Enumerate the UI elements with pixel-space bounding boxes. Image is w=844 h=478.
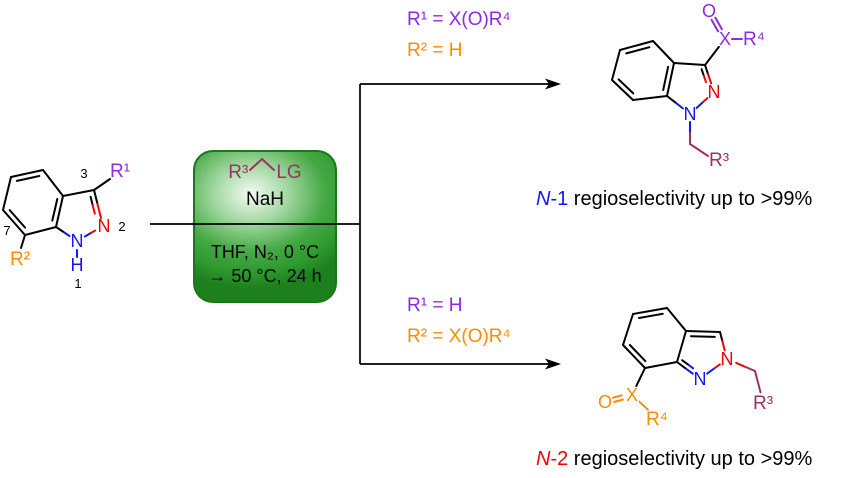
bottom-arrowhead-icon xyxy=(545,358,561,370)
reactant-n2-label: N xyxy=(98,216,111,236)
locant-7: 7 xyxy=(3,223,10,238)
bottom-conditions: R¹ = H R² = X(O)R⁴ xyxy=(407,290,511,352)
alkylating-agent: R³ LG xyxy=(195,157,335,184)
product1-o-label: O xyxy=(702,1,716,21)
n1-result-text: N-1 regioselectivity up to >99% xyxy=(536,188,812,211)
product-n1-structure: N N X O R⁴ R³ xyxy=(611,1,765,171)
n2-result-text: N-2 regioselectivity up to >99% xyxy=(536,448,812,471)
n1-benzyl-group xyxy=(689,121,709,157)
conditions-line2: → 50 °C, 24 h xyxy=(208,266,322,286)
product1-x-label: X xyxy=(719,29,731,49)
reactant-r1-label: R¹ xyxy=(110,161,130,182)
bond-c7-r2 xyxy=(20,234,26,249)
product2-r3-label: R³ xyxy=(753,393,773,414)
top-condition-r2: R² = H xyxy=(407,40,463,61)
top-arrowhead-icon xyxy=(545,78,561,90)
product-n2-structure: N N X O R⁴ R³ xyxy=(598,307,773,430)
pyrazole-ring xyxy=(666,62,713,110)
ch2-bond-icon xyxy=(249,157,276,171)
locant-1: 1 xyxy=(74,276,81,291)
bottom-condition-r2: R² = X(O)R⁴ xyxy=(407,326,511,347)
reactant-h-label: H xyxy=(71,255,84,275)
n2-position: -2 xyxy=(550,448,569,470)
product1-n2-label: N xyxy=(708,82,721,102)
product2-x-label: X xyxy=(626,385,638,405)
reactant-n1-label: N xyxy=(71,231,84,251)
product2-o-label: O xyxy=(598,392,612,412)
n2-result-rest: regioselectivity up to >99% xyxy=(568,448,813,470)
conditions-line1: THF, N₂, 0 °C xyxy=(210,242,320,262)
top-conditions: R¹ = X(O)R⁴ R² = H xyxy=(407,4,511,66)
c3-acyl-group xyxy=(704,16,743,66)
pyrazole-ring xyxy=(676,330,726,375)
locant-3: 3 xyxy=(80,166,87,181)
product2-n2-label: N xyxy=(721,349,734,369)
reagent-r3-label: R³ xyxy=(228,162,249,183)
benzene-ring xyxy=(2,169,64,236)
product1-n1-label: N xyxy=(684,104,697,124)
pyrazole-ring xyxy=(55,189,102,238)
product1-r4-label: R⁴ xyxy=(743,29,765,50)
benzene-ring xyxy=(611,40,675,101)
c7-acyl-group xyxy=(612,367,649,411)
n1-position: -1 xyxy=(550,188,569,210)
n1-italic: N xyxy=(536,188,551,210)
reactant-r2-label: R² xyxy=(10,249,30,270)
n2-benzyl-group xyxy=(735,361,762,394)
base-label: NaH xyxy=(245,189,284,210)
reagent-lg-label: LG xyxy=(276,162,302,183)
reactant-structure: N N H R¹ R² 3 2 7 1 xyxy=(2,161,130,291)
top-condition-r1: R¹ = X(O)R⁴ xyxy=(407,9,511,30)
bond-c3-r1 xyxy=(93,178,111,191)
product2-r4-label: R⁴ xyxy=(646,409,668,430)
benzene-ring xyxy=(622,307,687,369)
product2-n1-label: N xyxy=(694,369,707,389)
n1-result-rest: regioselectivity up to >99% xyxy=(568,188,813,210)
n2-italic: N xyxy=(536,448,551,470)
product1-r3-label: R³ xyxy=(709,150,729,171)
bottom-condition-r1: R¹ = H xyxy=(407,295,463,316)
reagent-box: R³ LG NaH THF, N₂, 0 °C → 50 °C, 24 h xyxy=(193,150,337,303)
locant-2: 2 xyxy=(118,219,125,234)
